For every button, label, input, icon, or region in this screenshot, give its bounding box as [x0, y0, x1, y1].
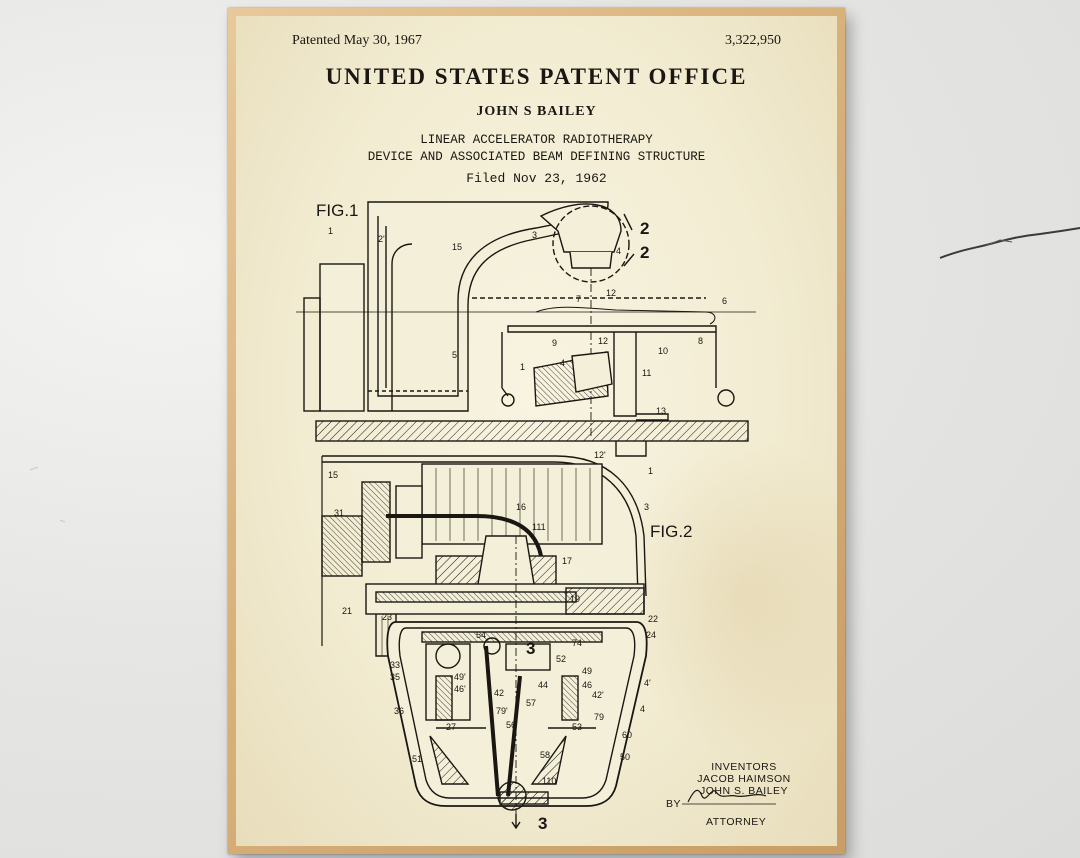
ref-label: 33 [390, 660, 400, 670]
patented-date: Patented May 30, 1967 [292, 33, 422, 48]
ref-label: 24 [646, 630, 656, 640]
ref-label: 58 [540, 750, 550, 760]
ref-label: 12 [606, 288, 616, 298]
patent-print: Patented May 30, 1967 3,322,950 UNITED S… [236, 16, 837, 846]
inventor-header: JOHN S BAILEY [476, 104, 597, 119]
ref-label: 9 [552, 338, 557, 348]
by-label: BY [666, 798, 682, 810]
ref-label: 54 [476, 630, 486, 640]
inventor-2: JOHN S. BAILEY [699, 785, 789, 797]
ref-label: 57 [526, 698, 536, 708]
inventors-heading: INVENTORS [711, 761, 777, 773]
ref-label: 53 [572, 722, 582, 732]
attorney-label: ATTORNEY [706, 816, 767, 828]
ref-label: 60 [622, 730, 632, 740]
fig2-label: FIG.2 [650, 522, 693, 541]
ref-label: 13 [656, 406, 666, 416]
inventors-block: INVENTORS JACOB HAIMSON JOHN S. BAILEY [684, 761, 804, 797]
patent-drawing: FIG.1 FIG.2 2 2 3 3 1 2' 15 3 4 12 7 6 5… [296, 201, 776, 833]
ref-label: 46' [454, 684, 466, 694]
section-mark-2b: 2 [640, 243, 649, 262]
ref-label: 4 [560, 358, 565, 368]
ref-label: 31 [334, 508, 344, 518]
ref-label: 23 [382, 612, 392, 622]
ref-label: 22 [648, 614, 658, 624]
ref-label: 10 [658, 346, 668, 356]
ref-label: 7 [576, 294, 581, 304]
ref-label: 21 [342, 606, 352, 616]
ref-label: 1 [328, 226, 333, 236]
ref-label: 79' [496, 706, 508, 716]
ref-label: 35 [390, 672, 400, 682]
ref-label: 111 [532, 522, 546, 532]
ref-label: 3 [644, 502, 649, 512]
filed-date: Filed Nov 23, 1962 [466, 171, 607, 186]
ref-label: 19 [570, 594, 580, 604]
ref-label: 15 [452, 242, 462, 252]
ref-label: 17 [562, 556, 572, 566]
fig1-label: FIG.1 [316, 201, 359, 220]
patent-number: 3,322,950 [725, 33, 781, 48]
fig1-gantry [296, 201, 756, 457]
section-mark-2a: 2 [640, 219, 649, 238]
ref-label: 50 [620, 752, 630, 762]
ref-label: 6 [722, 296, 727, 306]
ref-label: 74 [572, 638, 582, 648]
ref-label: 11 [642, 368, 651, 378]
ref-label: 1 [648, 466, 653, 476]
ref-label: 12 [598, 336, 608, 346]
ref-label: 44 [538, 680, 548, 690]
ref-label: 5 [452, 350, 457, 360]
ref-label: 79 [594, 712, 604, 722]
ref-label: 49' [454, 672, 466, 682]
ref-label: 42' [592, 690, 604, 700]
inventor-1: JACOB HAIMSON [697, 773, 791, 785]
ref-label: 3 [532, 230, 537, 240]
ref-label: 4 [616, 246, 621, 256]
ref-label: 8 [698, 336, 703, 346]
patent-title-line-1: LINEAR ACCELERATOR RADIOTHERAPY [420, 133, 653, 147]
ref-label: 27 [446, 722, 456, 732]
ref-label: 4 [640, 704, 645, 714]
ref-label: 51 [412, 754, 422, 764]
fig2-section [321, 455, 648, 830]
ref-label: 52 [556, 654, 566, 664]
section-mark-3a: 3 [526, 639, 535, 658]
section-mark-3b: 3 [538, 814, 547, 833]
ref-label: 16 [516, 502, 526, 512]
ref-label: 46 [582, 680, 592, 690]
ref-label: 36 [394, 706, 404, 716]
ref-label: 2' [378, 234, 385, 244]
ref-label: 56 [506, 720, 516, 730]
ref-label: 42 [494, 688, 504, 698]
ref-label: 1 [520, 362, 525, 372]
ref-label: 15 [328, 470, 338, 480]
ref-label: 4' [644, 678, 651, 688]
ref-label: 110 [542, 776, 556, 786]
office-heading: UNITED STATES PATENT OFFICE [325, 64, 748, 89]
ref-label: 49 [582, 666, 592, 676]
ref-label: 12' [594, 450, 606, 460]
patent-title-line-2: DEVICE AND ASSOCIATED BEAM DEFINING STRU… [367, 150, 706, 164]
